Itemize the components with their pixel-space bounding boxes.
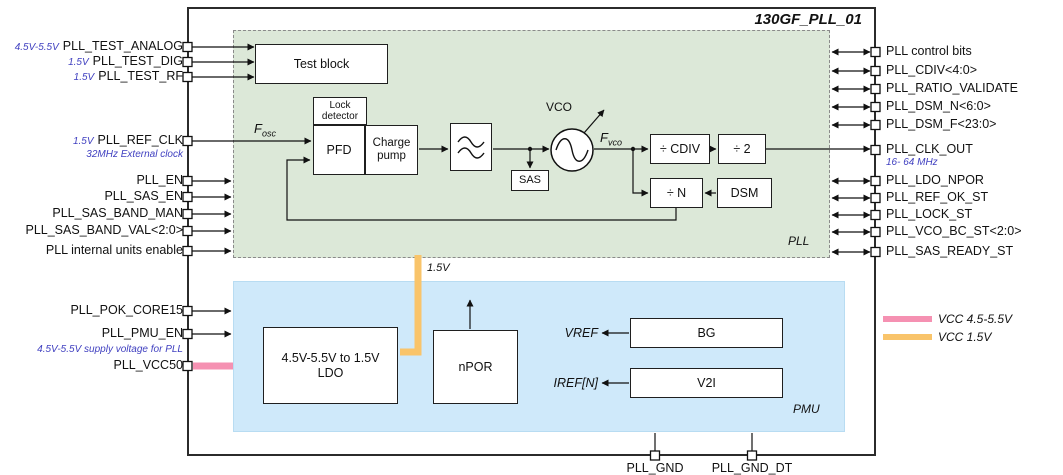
pin-label-pll-cdiv: PLL_CDIV<4:0> [886, 63, 978, 77]
charge-pump-block: Charge pump [365, 125, 418, 175]
voltage-note: 1.5V [73, 72, 95, 83]
div2-label: ÷ 2 [733, 141, 751, 156]
pin-label-pll-test-rf: 1.5V PLL_TEST_RF [0, 69, 183, 83]
charge-pump-label: Charge pump [372, 136, 411, 162]
bg-label: BG [697, 325, 716, 340]
pin-label-pll-gnd: PLL_GND [626, 461, 684, 475]
pin-label-pll-dsm-n: PLL_DSM_N<6:0> [886, 99, 991, 113]
fosc-label: Fosc [254, 121, 276, 139]
voltage-note: 1.5V [68, 57, 89, 68]
pin-label-internal-units-enable: PLL internal units enable [0, 243, 183, 257]
div2-divider-block: ÷ 2 [718, 134, 766, 164]
note-vcc50-supply: 4.5V-5.5V supply voltage for PLL [37, 344, 183, 355]
divn-label: ÷ N [666, 185, 687, 200]
dsm-block: DSM [717, 178, 772, 208]
pin-label-pll-en: PLL_EN [0, 173, 183, 187]
pin-label-pll-ratio-validate: PLL_RATIO_VALIDATE [886, 81, 1018, 95]
dsm-label: DSM [730, 185, 759, 200]
pin-name: PLL_EN [136, 173, 183, 187]
pmu-region-tag: PMU [793, 402, 820, 416]
pin-name: PLL_REF_CLK [97, 133, 183, 147]
voltage-note: 1.5V [72, 136, 94, 147]
pin-label-pll-test-dig: 1.5V PLL_TEST_DIG [0, 54, 183, 68]
pin-label-pll-vco-bc-st: PLL_VCO_BC_ST<2:0> [886, 224, 1022, 238]
pin-label-pll-control-bits: PLL control bits [886, 44, 972, 58]
pin-label-pll-pmu-en: PLL_PMU_EN [0, 326, 183, 340]
ldo-label: 4.5V-5.5V to 1.5V LDO [281, 351, 380, 380]
pin-label-pll-test-analog: 4.5V-5.5V PLL_TEST_ANALOG [0, 39, 183, 53]
pin-label-pll-pok-core15: PLL_POK_CORE15 [0, 303, 183, 317]
voltage-note: 4.5V-5.5V [14, 42, 59, 53]
sas-block: SAS [511, 170, 549, 191]
ldo-block: 4.5V-5.5V to 1.5V LDO [263, 327, 398, 404]
filter-wave-icon [457, 136, 485, 159]
lock-detector-label: Lock detector [321, 99, 359, 123]
npor-label: nPOR [458, 359, 493, 374]
vco-title: VCO [546, 100, 573, 114]
vref-label: VREF [564, 326, 598, 340]
pin-name: PLL_SAS_BAND_MAN [52, 206, 183, 220]
fvco-label: Fvco [600, 130, 622, 148]
pin-label-pll-vcc50: PLL_VCC50 [0, 358, 184, 372]
cdiv-label: ÷ CDIV [659, 141, 701, 156]
legend-swatches [883, 316, 932, 340]
pfd-label: PFD [326, 142, 352, 157]
pin-name: PLL_PMU_EN [101, 326, 183, 340]
legend-vcc-1v5: VCC 1.5V [938, 330, 992, 344]
pin-label-pll-ref-clk: 1.5V PLL_REF_CLK [0, 133, 183, 147]
pin-label-pll-lock-st: PLL_LOCK_ST [886, 207, 973, 221]
pin-label-pll-dsm-f: PLL_DSM_F<23:0> [886, 117, 997, 131]
pin-label-pll-sas-band-man: PLL_SAS_BAND_MAN [0, 206, 183, 220]
test-block: Test block [255, 44, 388, 84]
divn-divider-block: ÷ N [650, 178, 703, 208]
pin-label-pll-ref-ok-st: PLL_REF_OK_ST [886, 190, 989, 204]
test-block-label: Test block [293, 56, 350, 71]
pin-label-pll-clk-out: PLL_CLK_OUT [886, 142, 973, 156]
legend-vcc-4v5-5v5: VCC 4.5-5.5V [938, 312, 1013, 326]
iref-label: IREF[N] [553, 376, 598, 390]
v2i-block: V2I [630, 368, 783, 398]
pin-label-pll-sas-ready-st: PLL_SAS_READY_ST [886, 244, 1014, 258]
sas-label: SAS [518, 174, 541, 187]
pin-name: PLL_SAS_EN [104, 189, 183, 203]
pin-name: PLL_TEST_RF [98, 69, 183, 83]
cdiv-divider-block: ÷ CDIV [650, 134, 710, 164]
pin-label-pll-ldo-npor: PLL_LDO_NPOR [886, 173, 984, 187]
diagram-title: 130GF_PLL_01 [754, 11, 862, 28]
pin-name: PLL internal units enable [45, 243, 183, 257]
pin-label-pll-gnd-dt: PLL_GND_DT [711, 461, 793, 475]
pll-region-tag: PLL [788, 234, 810, 248]
pin-name: PLL_VCC50 [113, 358, 184, 372]
pin-name: PLL_TEST_DIG [92, 54, 183, 68]
pin-name: PLL_TEST_ANALOG [62, 39, 183, 53]
v2i-label: V2I [697, 375, 716, 390]
loop-filter-block [450, 123, 492, 171]
npor-block: nPOR [433, 330, 518, 404]
pin-label-pll-sas-band-val: PLL_SAS_BAND_VAL<2:0> [0, 223, 183, 237]
note-clk-out-range: 16- 64 MHz [886, 157, 938, 168]
note-ref-clk: 32MHz External clock [86, 149, 183, 160]
supply-1v5-label: 1.5V [427, 262, 450, 274]
pin-name: PLL_SAS_BAND_VAL<2:0> [25, 223, 183, 237]
pin-label-pll-sas-en: PLL_SAS_EN [0, 189, 183, 203]
lock-detector-block: Lock detector [313, 97, 367, 125]
pin-name: PLL_POK_CORE15 [70, 303, 183, 317]
pfd-block: PFD [313, 125, 365, 175]
bg-block: BG [630, 318, 783, 348]
